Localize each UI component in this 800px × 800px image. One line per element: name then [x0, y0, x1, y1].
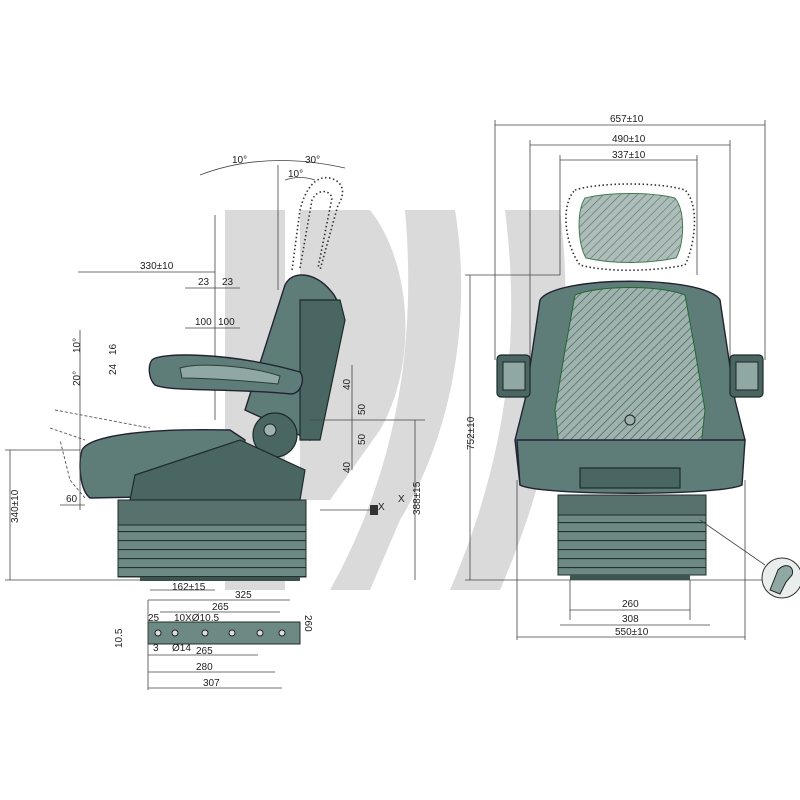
dim-388: 388±15 [412, 481, 423, 515]
dim-hole-14: Ø14 [172, 643, 191, 654]
marker-x-side: X [378, 502, 385, 513]
dim-308: 308 [622, 614, 639, 625]
dim-330: 330±10 [140, 261, 174, 272]
backrest-angle-arc [199, 160, 346, 176]
base-plate-view: 325 265 25 10XØ10.5 10.5 260 3 Ø14 265 2… [114, 590, 313, 690]
dim-325: 325 [235, 590, 252, 601]
front-bellows [557, 514, 707, 576]
side-view [5, 160, 425, 591]
angle-headrest-10: 10° [288, 169, 303, 180]
side-seat-frame [129, 439, 306, 501]
marker-x-vertical: X [398, 494, 405, 505]
dim-3: 3 [153, 643, 159, 654]
front-suspension-plate [557, 494, 707, 516]
headrest-adjustment-outline-2 [299, 190, 333, 269]
front-view [465, 120, 800, 640]
front-backrest-panel [554, 287, 706, 456]
dim-23b: 23 [222, 277, 234, 288]
side-bellows [117, 524, 307, 578]
dim-490: 490±10 [612, 134, 646, 145]
dim-24: 24 [108, 363, 119, 375]
side-suspension-plate [117, 499, 307, 526]
side-view-labels: 10° 30° 10° 10° 20° 330±10 23 23 100 100… [10, 155, 423, 593]
front-seat-cushion [516, 439, 746, 494]
front-handle [579, 467, 681, 489]
dim-657: 657±10 [610, 114, 644, 125]
base-plate [147, 621, 301, 645]
dim-337: 337±10 [612, 150, 646, 161]
dim-162: 162±15 [172, 582, 206, 593]
angle-backrest-30: 30° [305, 155, 320, 166]
dim-265-top: 265 [212, 602, 229, 613]
dim-265-bot: 265 [196, 646, 213, 657]
front-headrest-hatch [578, 193, 684, 263]
dim-23a: 23 [198, 277, 210, 288]
dim-25: 25 [148, 613, 160, 624]
angle-backrest-10: 10° [232, 155, 247, 166]
angle-cushion-10: 10° [72, 338, 83, 353]
dim-10-5: 10.5 [114, 628, 125, 648]
dim-260-front: 260 [622, 599, 639, 610]
dim-60: 60 [66, 494, 78, 505]
dim-40a: 40 [342, 378, 353, 390]
dim-holes: 10XØ10.5 [174, 613, 219, 624]
dim-280: 280 [196, 662, 213, 673]
dim-40b: 40 [342, 461, 353, 473]
front-view-labels: 657±10 490±10 337±10 752±10 260 308 550±… [466, 114, 649, 638]
dim-550: 550±10 [615, 627, 649, 638]
dim-260-plate: 260 [302, 615, 313, 632]
dim-50a: 50 [357, 403, 368, 415]
front-headrest-outline [565, 183, 696, 272]
dim-50b: 50 [357, 433, 368, 445]
headrest-adjustment-outline [291, 176, 344, 271]
dim-307: 307 [203, 678, 220, 689]
dim-16: 16 [108, 343, 119, 355]
dim-752: 752±10 [466, 416, 477, 450]
headrest-angle-arc [284, 177, 316, 181]
angle-cushion-20: 20° [72, 371, 83, 386]
side-backrest-frame [299, 299, 346, 441]
dim-100b: 100 [218, 317, 235, 328]
dim-340: 340±10 [10, 489, 21, 523]
dim-100a: 100 [195, 317, 212, 328]
